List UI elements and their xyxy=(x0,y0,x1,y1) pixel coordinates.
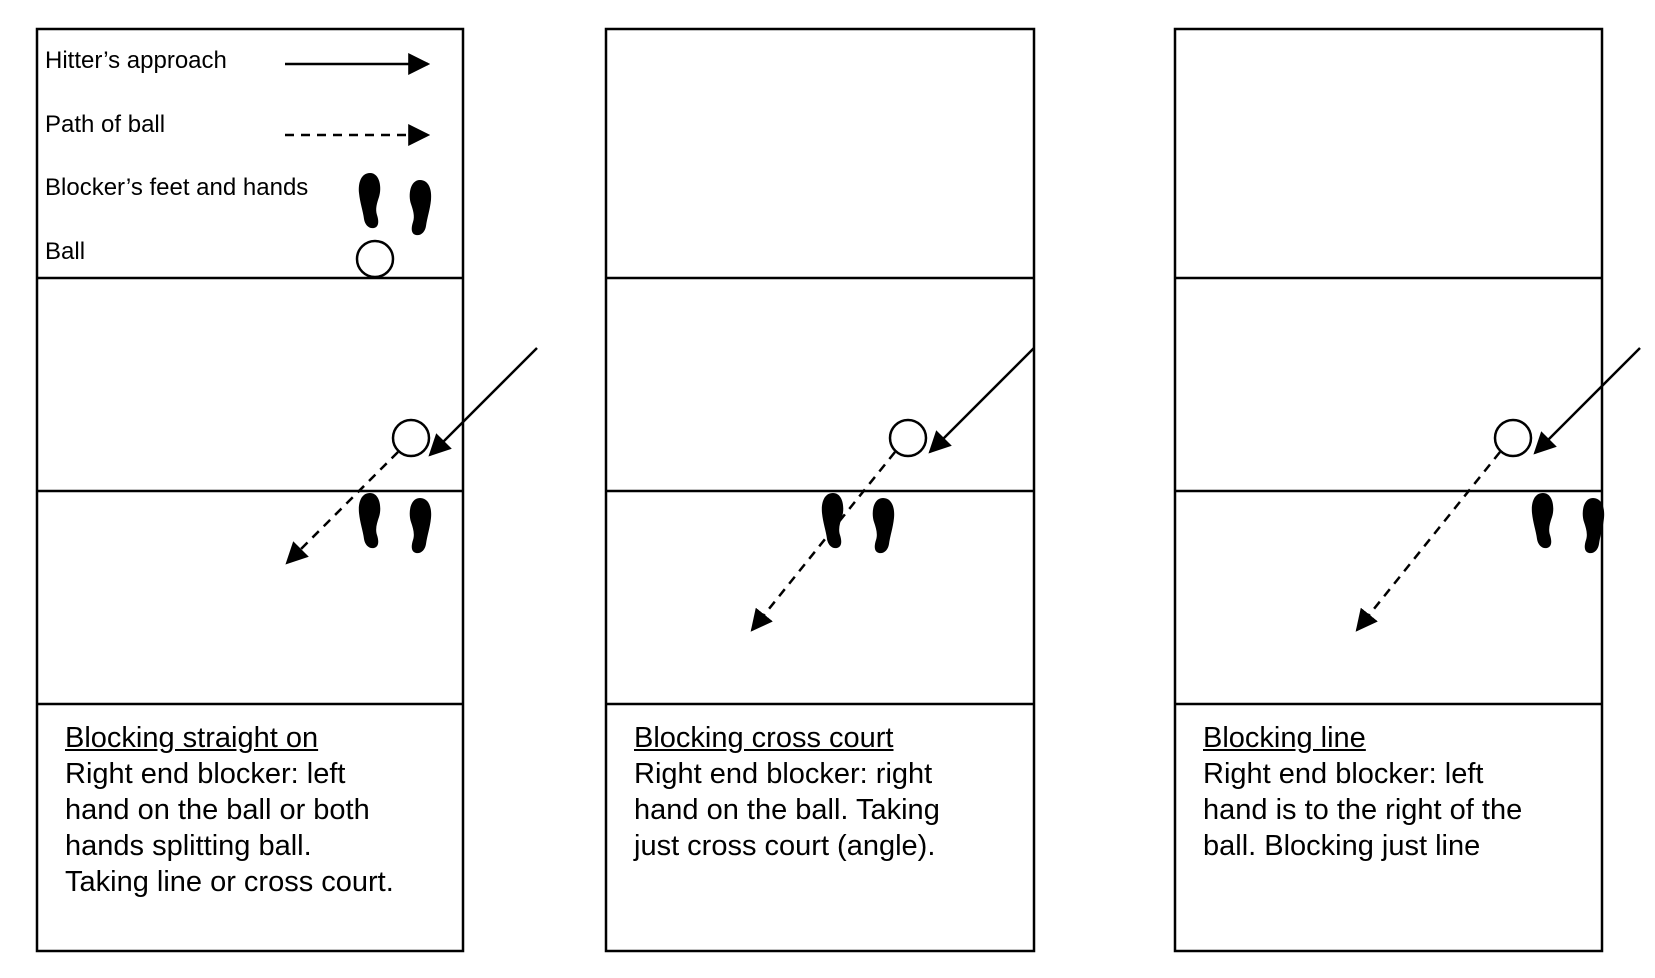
panel-3-caption: Blocking line Right end blocker: left ha… xyxy=(1203,720,1522,864)
hitter-approach-arrow xyxy=(928,347,1035,454)
panel-line xyxy=(1173,27,1641,953)
panel-3-line-3: ball. Blocking just line xyxy=(1203,830,1481,862)
foot-icon xyxy=(358,173,432,236)
ball-icon xyxy=(355,239,395,279)
panel-1-line-4: Taking line or cross court. xyxy=(65,866,394,898)
hitter-approach-arrow xyxy=(1533,347,1641,455)
ball-path-arrow xyxy=(1355,451,1501,632)
ball-path-arrow xyxy=(750,451,896,632)
panel-2-caption: Blocking cross court Right end blocker: … xyxy=(634,720,940,864)
panel-1-title: Blocking straight on xyxy=(65,722,319,754)
panel-1-line-1: Right end blocker: left xyxy=(65,758,346,790)
legend-hitter-approach-label: Hitter’s approach xyxy=(45,47,227,74)
ball-icon xyxy=(888,418,928,458)
panel-cross-court xyxy=(604,27,1036,953)
ball-path-arrow xyxy=(285,451,399,565)
foot-icon xyxy=(358,493,432,554)
foot-icon xyxy=(1531,493,1605,554)
legend-blocker-label: Blocker’s feet and hands xyxy=(45,174,308,201)
panel-1-line-2: hand on the ball or both xyxy=(65,794,370,826)
panel-3-line-2: hand is to the right of the xyxy=(1203,794,1523,826)
legend-ball-label: Ball xyxy=(45,238,85,265)
panel-1-line-3: hands splitting ball. xyxy=(65,830,312,862)
panel-2-line-1: Right end blocker: right xyxy=(634,758,933,790)
panel-3-line-1: Right end blocker: left xyxy=(1203,758,1484,790)
panel-straight-on: Hitter’s approach Path of ball Blocker’s… xyxy=(35,27,538,953)
panel-1-caption: Blocking straight on Right end blocker: … xyxy=(65,720,394,900)
legend-path-of-ball-label: Path of ball xyxy=(45,111,165,138)
foot-icon xyxy=(821,493,895,554)
panel-3-title: Blocking line xyxy=(1203,722,1366,754)
legend: Hitter’s approach Path of ball Blocker’s… xyxy=(45,47,432,279)
ball-icon xyxy=(391,418,431,458)
hitter-approach-arrow xyxy=(428,347,538,457)
panel-2-line-3: just cross court (angle). xyxy=(634,830,936,862)
ball-icon xyxy=(1493,418,1533,458)
panel-2-line-2: hand on the ball. Taking xyxy=(634,794,940,826)
panel-2-title: Blocking cross court xyxy=(634,722,894,754)
